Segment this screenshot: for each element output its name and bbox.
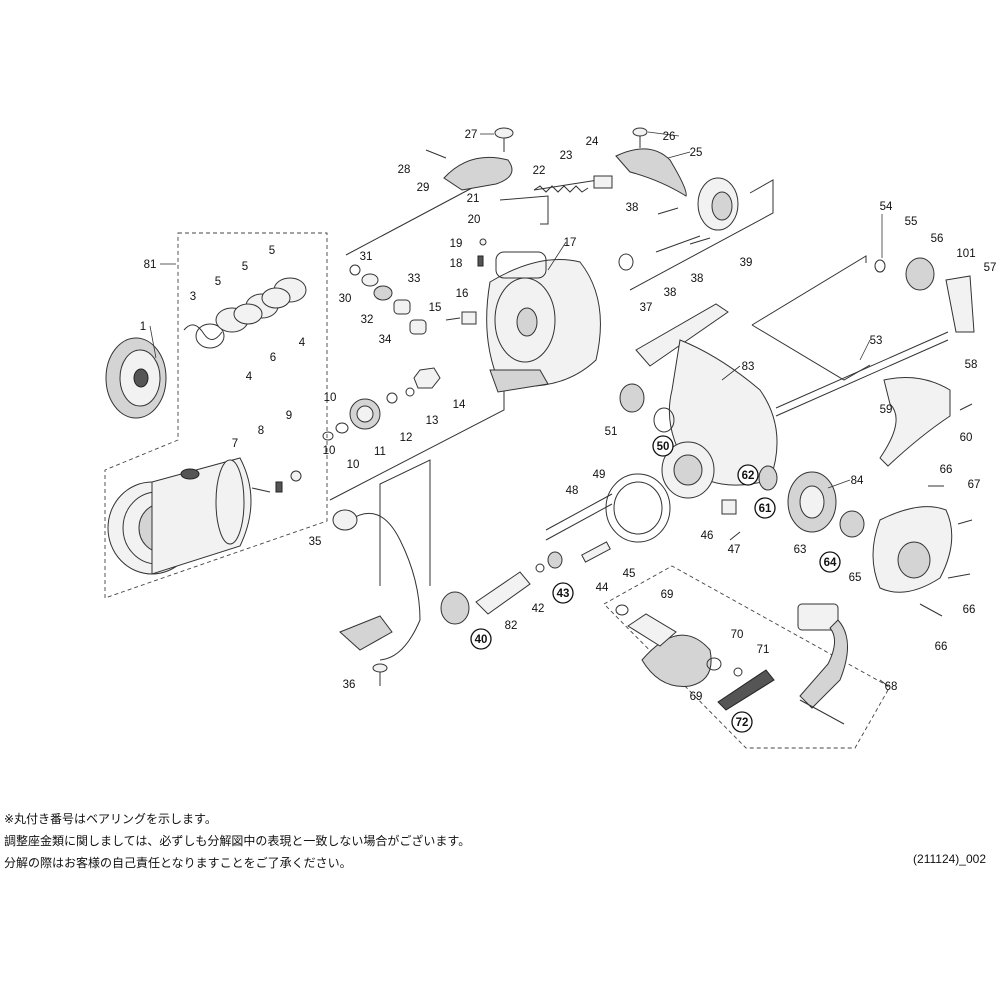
spool-group-box: [104, 232, 328, 599]
oscillation-parts: [475, 331, 949, 615]
line-guide: [332, 509, 421, 686]
bearings: [440, 383, 865, 625]
spool: [107, 457, 252, 575]
notes: ※丸付き番号はベアリングを示します。 調整座金類に関しましては、必ずしも分解図中…: [4, 808, 470, 874]
spool-clicker-parts: [251, 470, 302, 493]
note-disassembly: 分解の際はお客様の自己責任となりますことをご了承ください。: [4, 856, 352, 870]
pinion-and-gears: [322, 251, 547, 441]
drag-washers: [183, 277, 307, 349]
screws: [657, 207, 973, 617]
bail-arm-parts: [425, 127, 687, 225]
document-code: (211124)_002: [913, 852, 986, 866]
note-bearing-marker: ※丸付き番号はベアリングを示します。: [4, 812, 217, 826]
line-roller-parts: [349, 264, 427, 335]
section-lines: [329, 171, 871, 586]
note-washers: 調整座金類に関しましては、必ずしも分解図中の表現と一致しない場合がございます。: [4, 834, 471, 848]
leader-lines: [149, 131, 889, 687]
rotor-small-parts: [445, 238, 487, 325]
main-gear: [545, 473, 671, 543]
handle-group-box: [603, 565, 889, 749]
front-drag-knob: [105, 337, 167, 419]
rotor: [486, 259, 601, 393]
drive-gear-and-sideplate: [787, 471, 953, 593]
reel-body: [635, 303, 778, 499]
handle-parts: [615, 603, 849, 725]
rear-parts: [618, 177, 975, 467]
